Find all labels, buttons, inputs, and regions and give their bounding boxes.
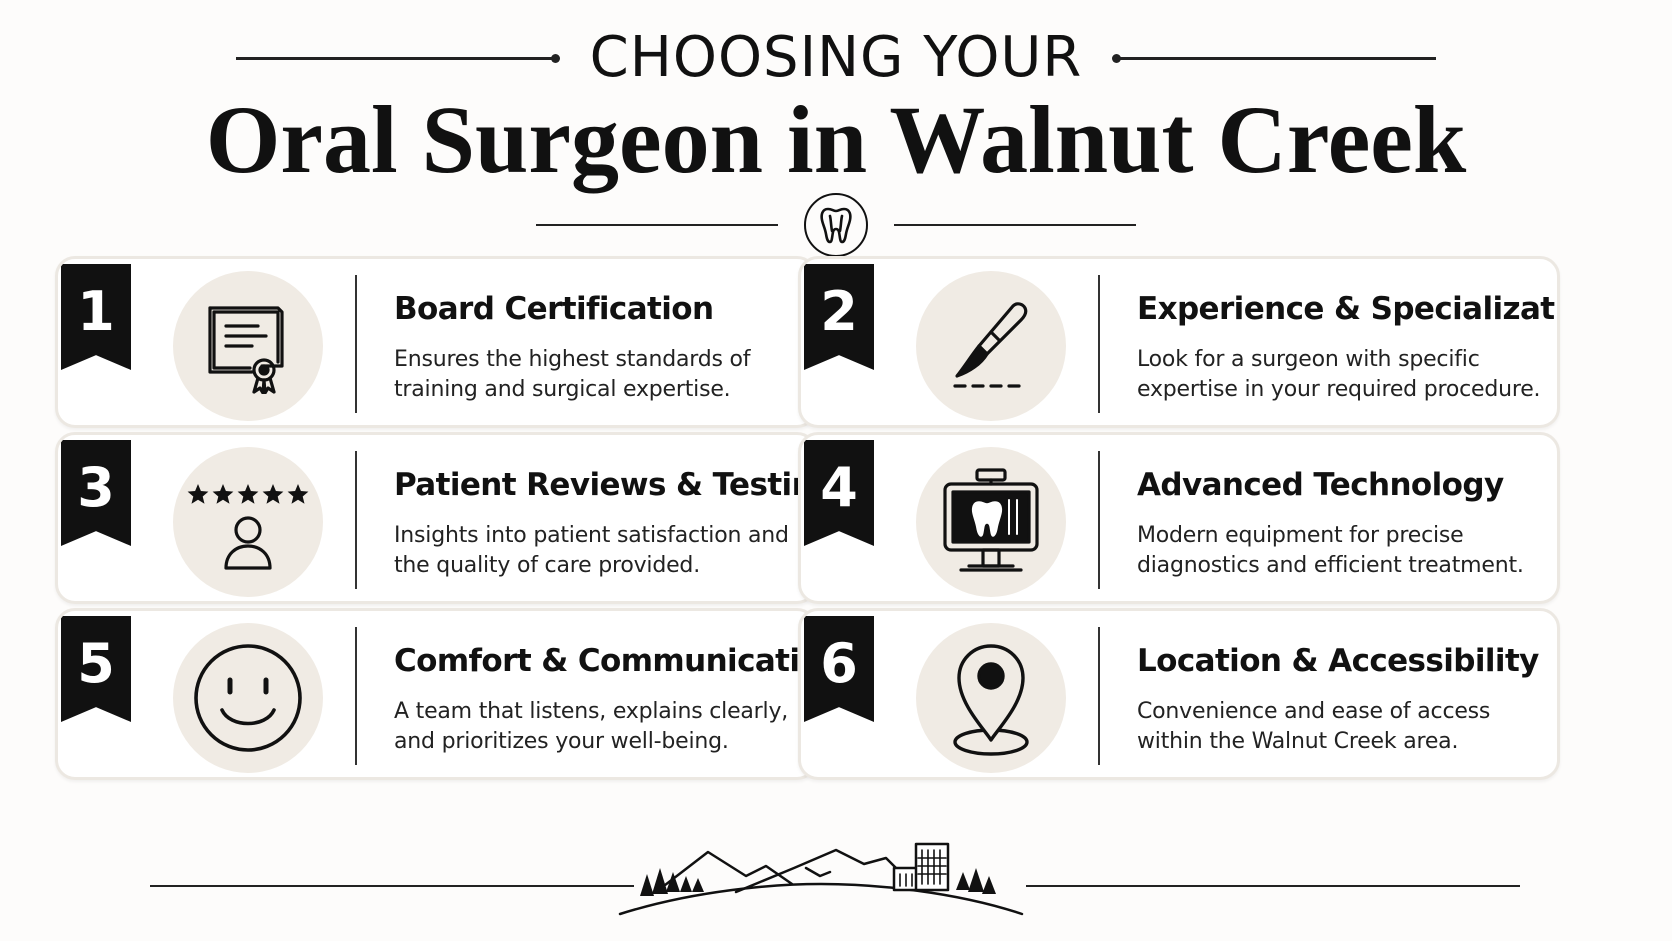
card-number-ribbon: 4 xyxy=(804,440,874,546)
card-divider xyxy=(1098,451,1100,589)
card-description: A team that listens, explains clearly, a… xyxy=(394,699,789,754)
page-title: Oral Surgeon in Walnut Creek xyxy=(205,86,1467,193)
card-divider xyxy=(1098,275,1100,413)
card-title: Location & Accessibility xyxy=(1137,643,1539,679)
card-divider xyxy=(1098,627,1100,765)
card-board-certification: 1 Board Certification Ensures the highes… xyxy=(55,256,817,428)
card-patient-reviews: 3 Patient Reviews & Testimonials Insight… xyxy=(55,432,817,604)
card-title: Board Certification xyxy=(394,291,714,327)
header-rule-right xyxy=(1112,53,1437,63)
card-divider xyxy=(355,275,357,413)
card-description: Convenience and ease of access within th… xyxy=(1137,699,1491,754)
card-divider xyxy=(355,627,357,765)
emblem-rule-right xyxy=(894,224,1136,226)
card-number-ribbon: 6 xyxy=(804,616,874,722)
card-number-ribbon: 1 xyxy=(61,264,131,370)
card-divider xyxy=(355,451,357,589)
tooth-emblem-row xyxy=(0,193,1672,257)
scalpel-icon xyxy=(916,271,1066,421)
card-advanced-technology: 4 Advanced Technology Modern equipment f… xyxy=(798,432,1560,604)
header-kicker-row: CHOOSING YOUR xyxy=(0,18,1672,98)
header-kicker: CHOOSING YOUR xyxy=(589,25,1083,90)
reviews-icon xyxy=(173,447,323,597)
card-number-ribbon: 3 xyxy=(61,440,131,546)
card-experience-specialization: 2 Experience & Specialization Look for a… xyxy=(798,256,1560,428)
card-description: Insights into patient satisfaction and t… xyxy=(394,523,789,578)
location-pin-icon xyxy=(916,623,1066,773)
card-comfort-communication: 5 Comfort & Communication A team that li… xyxy=(55,608,817,780)
card-description: Ensures the highest standards of trainin… xyxy=(394,347,751,402)
card-title: Patient Reviews & Testimonials xyxy=(394,467,817,503)
footer-rule-left xyxy=(150,885,634,887)
smiley-icon xyxy=(173,623,323,773)
walnut-creek-skyline-icon xyxy=(616,838,1026,922)
footer-rule-right xyxy=(1026,885,1520,887)
card-title: Advanced Technology xyxy=(1137,467,1504,503)
xray-monitor-icon xyxy=(916,447,1066,597)
card-description: Look for a surgeon with specific experti… xyxy=(1137,347,1541,402)
card-number-ribbon: 5 xyxy=(61,616,131,722)
emblem-rule-left xyxy=(536,224,778,226)
tooth-icon xyxy=(804,193,868,257)
card-title: Experience & Specialization xyxy=(1137,291,1560,327)
header-rule-left xyxy=(235,53,560,63)
card-title: Comfort & Communication xyxy=(394,643,817,679)
card-location-accessibility: 6 Location & Accessibility Convenience a… xyxy=(798,608,1560,780)
card-number-ribbon: 2 xyxy=(804,264,874,370)
card-description: Modern equipment for precise diagnostics… xyxy=(1137,523,1524,578)
certificate-icon xyxy=(173,271,323,421)
